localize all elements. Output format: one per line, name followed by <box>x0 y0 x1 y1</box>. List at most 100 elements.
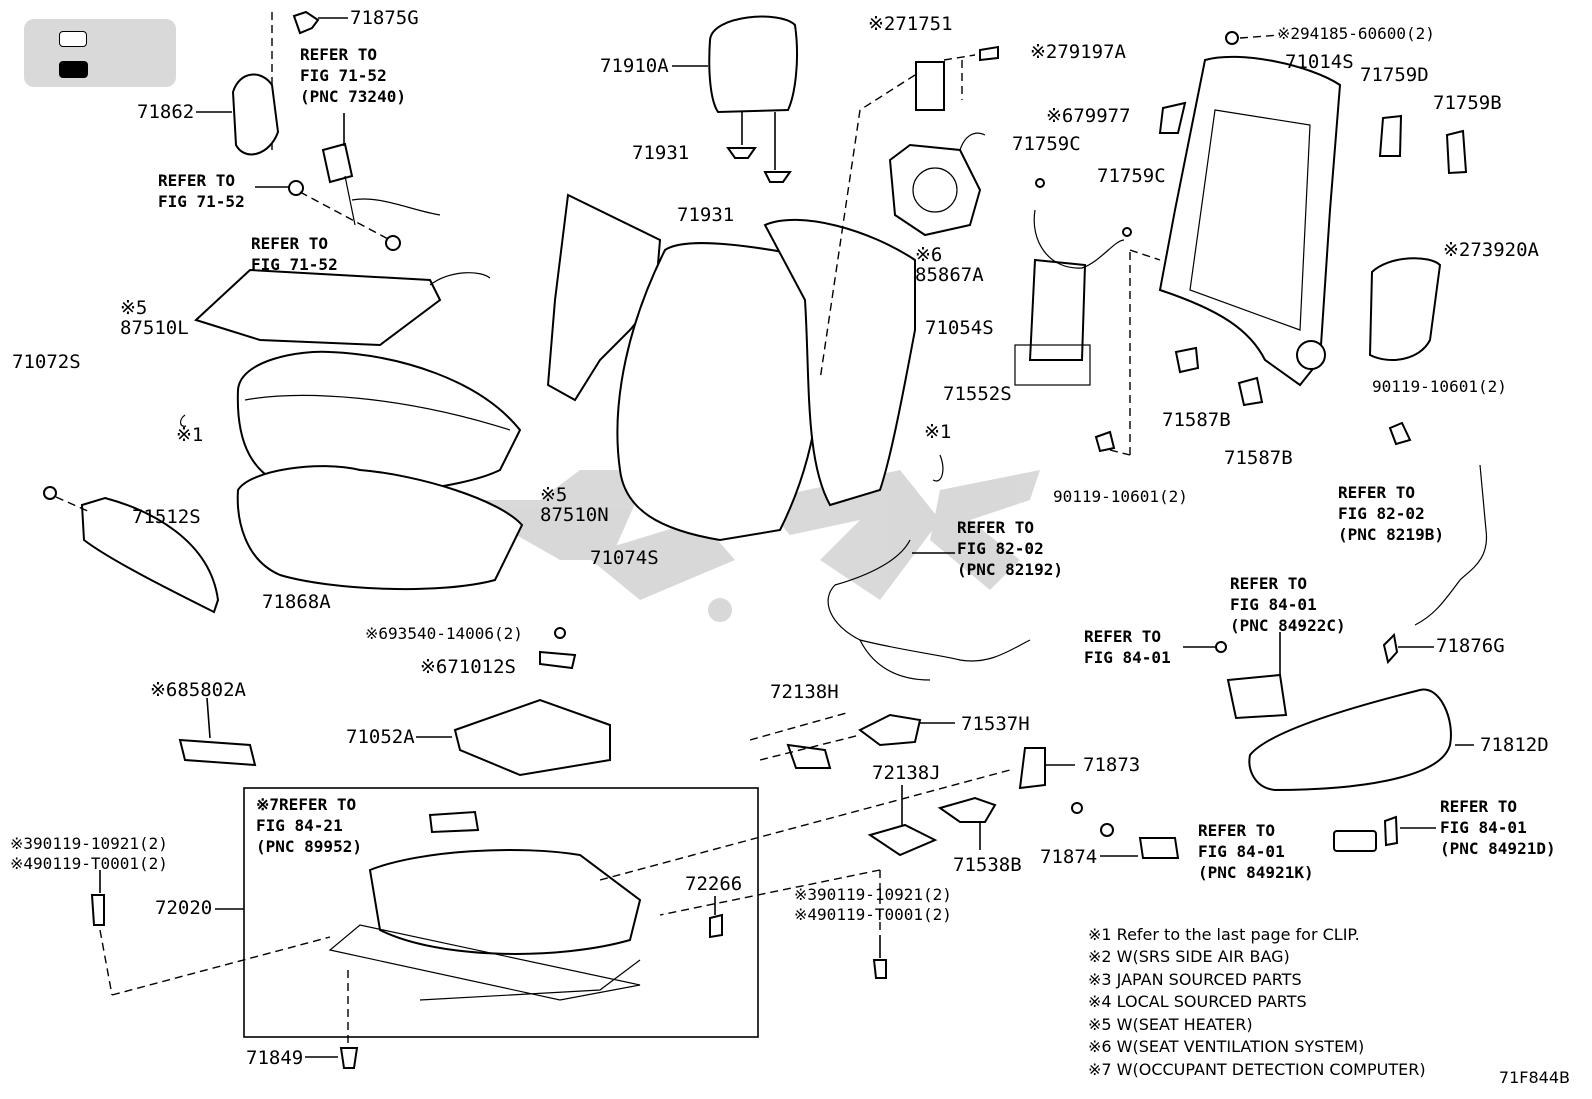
label-71849: 71849 <box>246 1047 304 1069</box>
label-71868A: 71868A <box>262 591 331 613</box>
ref-fig-82-02-pnc-8219B: REFER TO FIG 82-02 (PNC 8219B) <box>1338 483 1444 544</box>
note-2: ※2 W(SRS SIDE AIR BAG) <box>1088 947 1290 966</box>
label-71537H: 71537H <box>961 713 1030 735</box>
part-buckle <box>321 142 354 184</box>
part-71868A-shield <box>80 496 220 614</box>
label-90119-10921-b: ※390119-10921(2) <box>794 885 952 904</box>
part-71876G <box>1382 632 1399 665</box>
note-4: ※4 LOCAL SOURCED PARTS <box>1088 992 1307 1011</box>
part-90119-10601-bolt-a <box>1094 430 1116 453</box>
part-71862-cover <box>231 73 280 156</box>
label-71751: ※271751 <box>868 13 953 35</box>
label-90119-10601-b: 90119-10601(2) <box>1372 377 1507 396</box>
label-71759D: 71759D <box>1360 64 1429 86</box>
part-71874 <box>1138 837 1180 859</box>
part-72138J <box>867 823 938 857</box>
label-71512S: 71512S <box>132 506 201 528</box>
label-90119-10601-a: 90119-10601(2) <box>1053 487 1188 506</box>
part-84922C-switch <box>1226 673 1288 720</box>
part-71014S-frame <box>1158 55 1342 387</box>
note-6: ※6 W(SEAT VENTILATION SYSTEM) <box>1088 1037 1365 1056</box>
label-72138J: 72138J <box>872 762 941 784</box>
label-71014S: 71014S <box>1285 51 1354 73</box>
ref-fig-84-01: REFER TO FIG 84-01 <box>1084 627 1171 667</box>
label-71862: 71862 <box>137 101 195 123</box>
part-72020-adjuster <box>368 849 642 955</box>
label-93540: ※693540-14006(2) <box>365 624 523 643</box>
label-71876G: 71876G <box>1436 635 1505 657</box>
label-79197A: ※279197A <box>1030 41 1126 63</box>
part-72266 <box>709 913 723 939</box>
adjuster-box <box>243 787 759 1038</box>
part-71587B-a <box>1174 346 1200 374</box>
part-71538B <box>937 796 997 823</box>
note-3: ※3 JAPAN SOURCED PARTS <box>1088 970 1302 989</box>
part-72138H <box>786 743 832 769</box>
label-71931-a: 71931 <box>632 142 690 164</box>
label-94185: ※294185-60600(2) <box>1277 24 1435 43</box>
ref-fig-82-02-pnc-82192: REFER TO FIG 82-02 (PNC 82192) <box>957 518 1063 579</box>
part-71875G-clip <box>292 10 320 35</box>
label-72266: 72266 <box>685 873 743 895</box>
part-71931-guide-a <box>726 147 757 159</box>
part-71873 <box>1018 747 1046 790</box>
watermark-logo <box>455 470 1040 622</box>
ref-fig-84-21-pnc-89952: ※7REFER TO FIG 84-21 (PNC 89952) <box>256 795 362 856</box>
note-7: ※7 W(OCCUPANT DETECTION COMPUTER) <box>1088 1060 1426 1079</box>
label-90119-T0001-a: ※490119-T0001(2) <box>10 854 168 873</box>
label-71587B-a: 71587B <box>1162 409 1231 431</box>
label-71875G: 71875G <box>350 7 419 29</box>
legend-white-swatch <box>59 31 87 47</box>
label-71552S: 71552S <box>943 383 1012 405</box>
part-71054S-spring <box>1028 258 1087 361</box>
label-79977: ※679977 <box>1046 105 1131 127</box>
label-73920A: ※273920A <box>1443 239 1539 261</box>
label-71874: 71874 <box>1040 846 1098 868</box>
label-71587B-b: 71587B <box>1224 447 1293 469</box>
part-71074S-back-cover <box>616 242 821 542</box>
label-71052A: 71052A <box>346 726 415 748</box>
part-71552S-back-pad <box>763 218 916 507</box>
part-71587B-b <box>1237 376 1264 407</box>
part-71012S-bracket <box>539 650 577 670</box>
label-71759B: 71759B <box>1433 92 1502 114</box>
label-72020: 72020 <box>155 897 213 919</box>
part-90119-bolt-a <box>90 894 105 926</box>
ref-fig-71-52-b: REFER TO FIG 71-52 <box>251 234 338 274</box>
note-1: ※1 Refer to the last page for CLIP. <box>1088 925 1360 944</box>
part-79977 <box>1158 101 1187 134</box>
note-5: ※5 W(SEAT HEATER) <box>1088 1015 1253 1034</box>
label-71812D: 71812D <box>1480 734 1549 756</box>
part-71052A-spring <box>453 698 611 777</box>
part-90119-10601-bolt-b <box>1388 421 1412 446</box>
part-71812D-shield <box>1248 688 1452 792</box>
ref-fig-84-01-pnc-84921K: REFER TO FIG 84-01 (PNC 84921K) <box>1198 821 1314 882</box>
part-87510N-heater <box>546 193 662 402</box>
label-x1-b: ※1 <box>924 421 952 443</box>
part-71849-bolt <box>339 1047 359 1069</box>
part-85802A-mat <box>178 738 257 767</box>
label-71054S: 71054S <box>925 317 994 339</box>
part-71751-bracket <box>915 61 945 111</box>
ref-fig-71-52-a: REFER TO FIG 71-52 <box>158 171 245 211</box>
label-90119-10921-a: ※390119-10921(2) <box>10 834 168 853</box>
ref-fig-84-01-pnc-84922C: REFER TO FIG 84-01 (PNC 84922C) <box>1230 574 1346 635</box>
part-84921D-knob <box>1383 815 1399 847</box>
ref-fig-84-01-pnc-84921D: REFER TO FIG 84-01 (PNC 84921D) <box>1440 797 1556 858</box>
part-71537H <box>858 713 922 747</box>
part-71931-guide-b <box>763 171 792 183</box>
label-71759C-b: 71759C <box>1097 165 1166 187</box>
label-71759C-a: 71759C <box>1012 133 1081 155</box>
part-71759B <box>1445 129 1468 175</box>
label-71931-b: 71931 <box>677 204 735 226</box>
label-71012S: ※671012S <box>420 656 516 678</box>
label-71072S: 71072S <box>12 351 81 373</box>
part-71910A-headrest <box>708 15 799 114</box>
ref-fig-71-52-pnc-73240: REFER TO FIG 71-52 (PNC 73240) <box>300 45 406 106</box>
label-72138H: 72138H <box>770 681 839 703</box>
